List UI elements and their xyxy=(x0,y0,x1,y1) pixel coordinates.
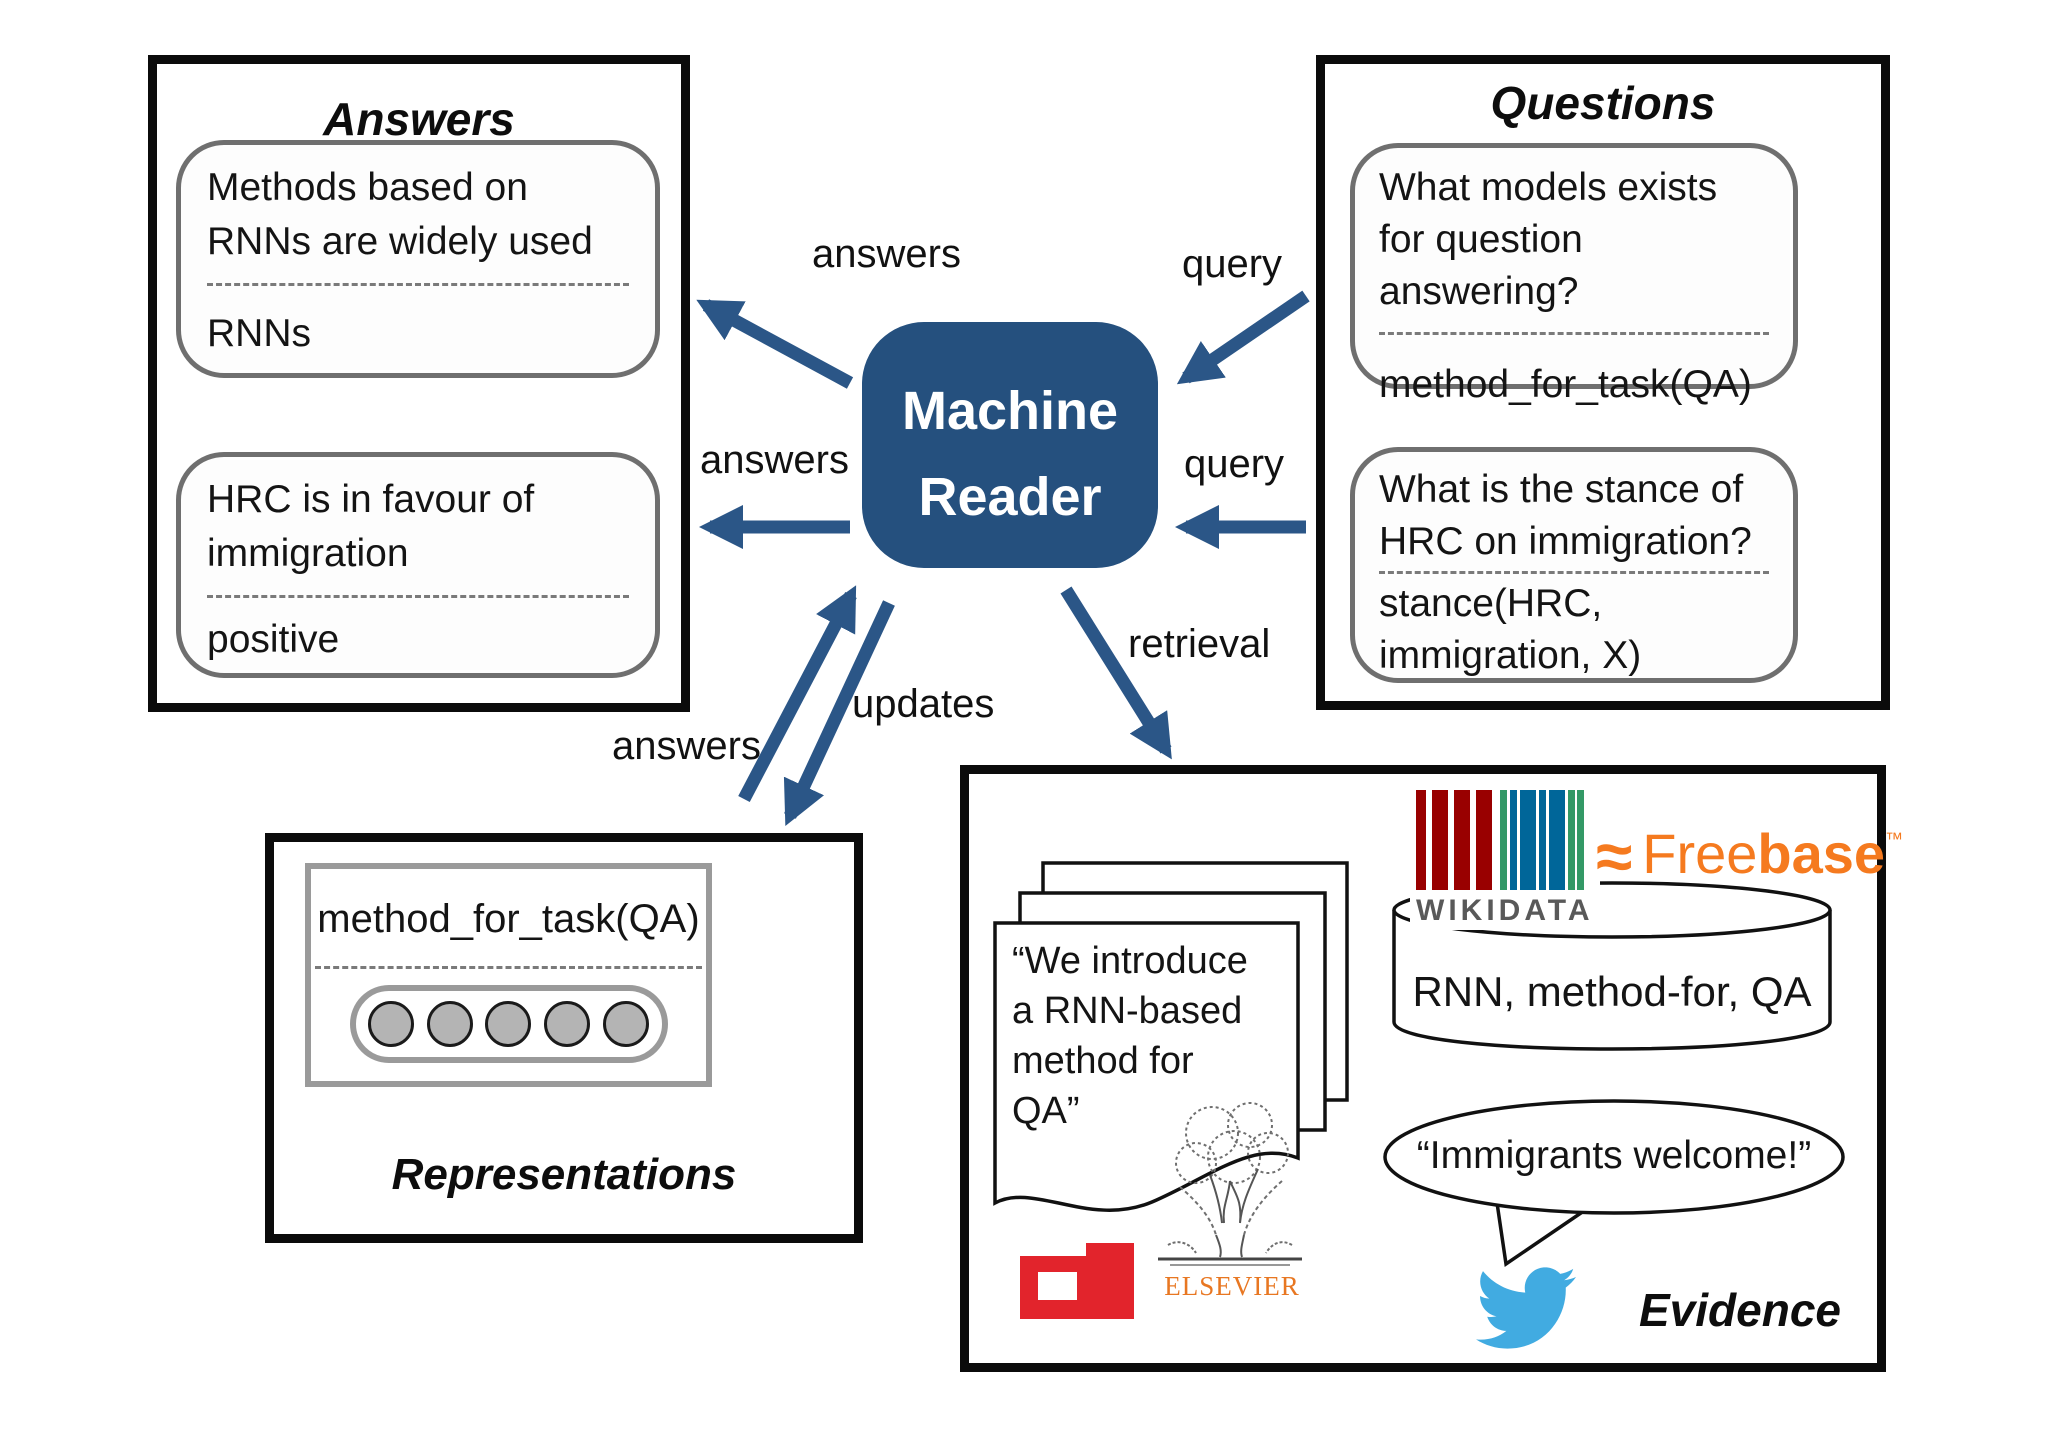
representations-panel-title: Representations xyxy=(391,1150,737,1199)
label-query-mid: query xyxy=(1184,442,1285,486)
label-retrieval: retrieval xyxy=(1128,622,1271,666)
embedding-dot xyxy=(368,1001,415,1047)
questions-panel: Questions What models exists for questio… xyxy=(1316,55,1890,710)
divider xyxy=(207,595,629,598)
label-updates: updates xyxy=(852,682,995,726)
twitter-bird-icon xyxy=(1476,1267,1576,1349)
freebase-word-regular: Free xyxy=(1642,822,1758,885)
answer-card: Methods based on RNNs are widely used RN… xyxy=(176,140,660,378)
representation-record: method_for_task(QA) xyxy=(305,863,712,1087)
dblp-logo xyxy=(1020,1243,1134,1319)
arrow-query-top xyxy=(1176,290,1310,385)
arrow-answers-top xyxy=(696,299,854,389)
representation-term: method_for_task(QA) xyxy=(317,897,700,941)
elsevier-logo: ELSEVIER xyxy=(1150,1095,1314,1302)
answer-extraction: RNNs xyxy=(207,312,311,355)
elsevier-tree-icon xyxy=(1158,1102,1302,1266)
label-answers-top: answers xyxy=(812,232,961,276)
freebase-trademark: ™ xyxy=(1885,829,1904,849)
divider xyxy=(1379,571,1769,574)
tweet-text: “Immigrants welcome!” xyxy=(1416,1134,1812,1177)
question-card: What models exists for question answerin… xyxy=(1350,143,1798,406)
arrow-retrieval xyxy=(1060,586,1172,760)
answers-panel: Answers Methods based on RNNs are widely… xyxy=(148,55,690,712)
elsevier-label: ELSEVIER xyxy=(1164,1271,1300,1301)
knowledge-base-triple: RNN, method-for, QA xyxy=(1412,968,1812,1015)
freebase-symbol-icon: ≈ xyxy=(1596,819,1633,893)
answer-statement: HRC is in favour of immigration xyxy=(207,478,535,575)
wikidata-barcode-logo: WIKIDATA xyxy=(1410,788,1600,930)
label-query-top: query xyxy=(1182,242,1283,286)
label-answers-bottom: answers xyxy=(612,724,761,768)
formal-query: method_for_task(QA) xyxy=(1379,363,1752,406)
representations-panel: method_for_task(QA) Representations xyxy=(265,833,863,1243)
divider xyxy=(315,966,702,969)
formal-query: stance(HRC, immigration, X) xyxy=(1379,582,1642,677)
questions-panel-title: Questions xyxy=(1490,77,1716,129)
machine-reader-node: Machine Reader xyxy=(862,322,1158,568)
answer-extraction: positive xyxy=(207,618,340,661)
paper-quote-text: “We introduce a RNN-based method for QA” xyxy=(1012,940,1248,1132)
wikidata-label: WIKIDATA xyxy=(1416,894,1594,927)
machine-reader-label: Machine Reader xyxy=(901,381,1119,527)
divider xyxy=(1379,332,1769,335)
answer-statement: Methods based on RNNs are widely used xyxy=(207,166,593,263)
embedding-dot xyxy=(426,1001,473,1047)
evidence-panel-title: Evidence xyxy=(1639,1284,1841,1336)
question-card: What is the stance of HRC on immigration… xyxy=(1350,447,1798,683)
question-text: What is the stance of HRC on immigration… xyxy=(1379,468,1752,563)
freebase-word-bold: base xyxy=(1757,822,1886,885)
answer-card: HRC is in favour of immigration positive xyxy=(176,452,660,678)
freebase-logo: ≈Freebase™ xyxy=(1596,818,1903,894)
answers-panel-title: Answers xyxy=(323,93,515,145)
embedding-vector xyxy=(349,985,668,1063)
embedding-dot xyxy=(485,1001,532,1047)
divider xyxy=(207,283,629,286)
wikidata-bars-icon xyxy=(1416,790,1584,890)
embedding-dot xyxy=(544,1001,591,1047)
label-answers-mid: answers xyxy=(700,438,849,482)
question-text: What models exists for question answerin… xyxy=(1379,166,1718,313)
embedding-dot xyxy=(602,1001,649,1047)
